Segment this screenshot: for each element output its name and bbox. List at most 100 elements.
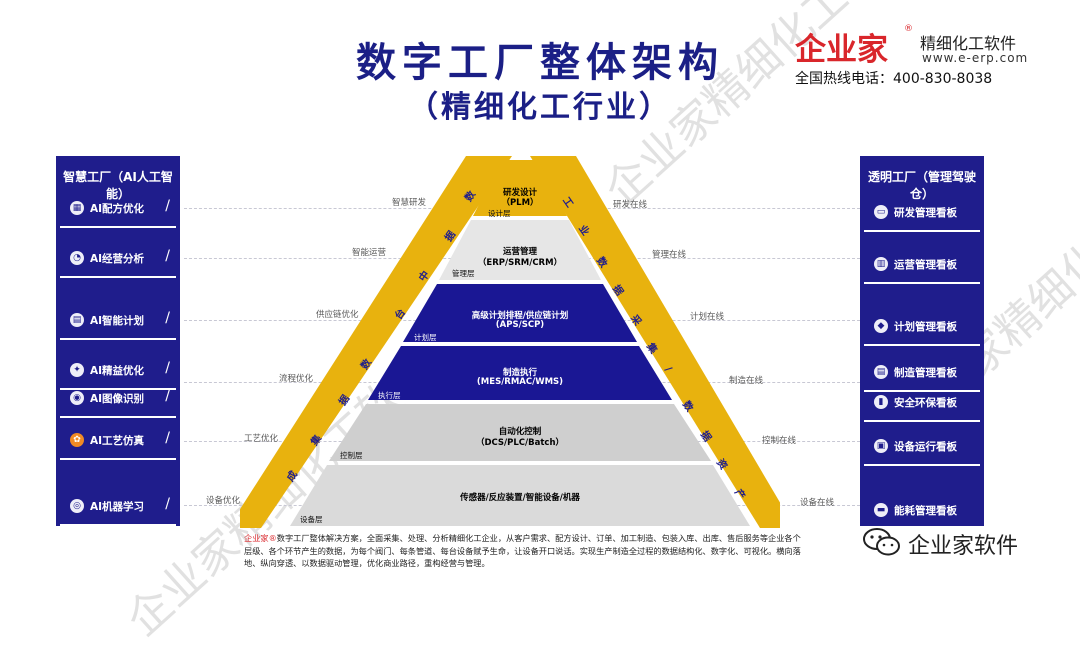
slash-icon: /	[165, 388, 170, 404]
right-item-rd[interactable]: ▭ 研发管理看板	[864, 196, 980, 232]
wechat-account-label: 企业家软件	[908, 534, 1019, 559]
left-item-lean[interactable]: ✦ AI精益优化 /	[60, 354, 176, 390]
left-item-analysis[interactable]: ◔ AI经营分析 /	[60, 242, 176, 278]
left-panel-title: 智慧工厂（AI人工智能）	[63, 170, 173, 201]
pyramid-diagram	[240, 156, 780, 528]
right-panel: 透明工厂（管理驾驶仓） ▭ 研发管理看板 ▥ 运营管理看板 ◆ 计划管理看板 ▤…	[860, 156, 984, 530]
left-item-process[interactable]: ✿ AI工艺仿真 /	[60, 424, 176, 460]
left-item-label: AI机器学习	[90, 501, 145, 513]
layer-tag: 执行层	[378, 391, 401, 400]
plan-board-icon: ◆	[874, 319, 888, 333]
description-text: 企业家®数字工厂整体解决方案，全面采集、处理、分析精细化工企业，从客户需求、配方…	[244, 532, 804, 570]
right-item-safety[interactable]: ▮ 安全环保看板	[864, 386, 980, 422]
left-item-image[interactable]: ◉ AI图像识别 /	[60, 382, 176, 418]
mfg-icon: ▤	[874, 365, 888, 379]
layer-tag: 设计层	[488, 209, 511, 218]
description-reg: ®	[268, 533, 277, 543]
process-icon: ✿	[70, 433, 84, 447]
energy-icon: ▬	[874, 503, 888, 517]
right-data-band	[530, 156, 780, 528]
brand-logo: 企业家	[795, 32, 888, 68]
flow-label-right: 管理在线	[652, 250, 687, 260]
layer-management	[439, 220, 601, 280]
left-data-band	[240, 156, 512, 528]
layer-title: 传感器/反应装置/智能设备/机器	[460, 493, 580, 503]
device-icon: ▣	[874, 439, 888, 453]
left-item-label: AI配方优化	[90, 203, 145, 215]
layer-subtitle: (APS/SCP)	[495, 320, 545, 330]
plan-icon: ▤	[70, 313, 84, 327]
formula-icon: ▦	[70, 201, 84, 215]
layer-title: 研发设计	[502, 188, 537, 198]
slash-icon: /	[165, 360, 170, 376]
hotline-text: 全国热线电话：400-830-8038	[795, 71, 993, 87]
right-item-label: 研发管理看板	[894, 207, 957, 219]
slash-icon: /	[165, 310, 170, 326]
layer-title: 自动化控制	[498, 427, 542, 437]
left-item-label: AI精益优化	[90, 365, 145, 377]
slash-icon: /	[165, 496, 170, 512]
left-item-formula[interactable]: ▦ AI配方优化 /	[60, 192, 176, 228]
flow-label-right: 控制在线	[762, 436, 797, 446]
safety-icon: ▮	[874, 395, 888, 409]
bulb-icon: ✦	[70, 363, 84, 377]
flow-label-right: 设备在线	[800, 498, 835, 508]
layer-title: 制造执行	[502, 368, 537, 378]
layer-subtitle: (MES/RMAC/WMS)	[476, 377, 564, 387]
right-item-label: 安全环保看板	[894, 397, 957, 409]
left-item-plan[interactable]: ▤ AI智能计划 /	[60, 304, 176, 340]
slash-icon: /	[165, 198, 170, 214]
right-item-device[interactable]: ▣ 设备运行看板	[864, 430, 980, 466]
right-item-label: 运营管理看板	[894, 259, 957, 271]
description-brand: 企业家	[244, 533, 269, 543]
right-item-label: 能耗管理看板	[894, 505, 957, 517]
right-item-energy[interactable]: ▬ 能耗管理看板	[864, 494, 980, 530]
flow-label-left: 流程优化	[279, 374, 314, 384]
brand-url: www.e-erp.com	[922, 51, 1029, 65]
layer-design	[473, 160, 567, 216]
layer-title: 运营管理	[502, 247, 537, 257]
flow-label-right: 计划在线	[690, 312, 725, 322]
right-item-ops[interactable]: ▥ 运营管理看板	[864, 248, 980, 284]
right-item-label: 制造管理看板	[894, 367, 957, 379]
chart-icon: ◔	[70, 251, 84, 265]
layer-execution	[368, 346, 672, 400]
ops-icon: ▥	[874, 257, 888, 271]
layer-tag: 控制层	[340, 451, 363, 460]
flow-label-left: 供应链优化	[316, 310, 359, 320]
image-icon: ◉	[70, 391, 84, 405]
brand-tagline: 精细化工软件	[920, 34, 1017, 53]
right-item-plan[interactable]: ◆ 计划管理看板	[864, 310, 980, 346]
rd-icon: ▭	[874, 205, 888, 219]
flow-label-right: 制造在线	[729, 376, 764, 386]
slash-icon: /	[165, 430, 170, 446]
layer-tag: 设备层	[300, 515, 323, 524]
left-item-label: AI智能计划	[90, 315, 145, 327]
slash-icon: /	[165, 248, 170, 264]
page-subtitle: （精细化工行业）	[408, 90, 672, 125]
flow-label-left: 智能运营	[352, 248, 387, 258]
flow-label-left: 工艺优化	[244, 434, 279, 444]
page-title: 数字工厂整体架构	[356, 40, 724, 86]
layer-title: 高级计划排程/供应链计划	[471, 311, 569, 321]
layer-subtitle: （DCS/PLC/Batch）	[475, 438, 565, 448]
flow-label-left: 智慧研发	[392, 198, 427, 208]
left-item-label: AI经营分析	[90, 253, 145, 265]
right-item-label: 计划管理看板	[894, 321, 957, 333]
layer-subtitle: （PLM）	[501, 198, 539, 208]
left-item-label: AI图像识别	[90, 393, 145, 405]
left-item-learning[interactable]: ◎ AI机器学习 /	[60, 490, 176, 526]
layer-tag: 管理层	[452, 269, 475, 278]
registered-mark: ®	[904, 24, 913, 34]
left-panel: 智慧工厂（AI人工智能） ▦ AI配方优化 / ◔ AI经营分析 / ▤ AI智…	[56, 156, 180, 526]
flow-label-right: 研发在线	[613, 200, 648, 210]
flow-label-left: 设备优化	[206, 496, 241, 506]
left-item-label: AI工艺仿真	[90, 435, 145, 447]
layer-control	[329, 404, 711, 461]
description-body: 数字工厂整体解决方案，全面采集、处理、分析精细化工企业，从客户需求、配方设计、订…	[244, 533, 801, 568]
layer-planning	[403, 284, 637, 342]
wechat-icon	[863, 528, 900, 556]
right-item-mfg[interactable]: ▤ 制造管理看板	[864, 356, 980, 392]
layer-device	[290, 465, 750, 526]
layer-tag: 计划层	[414, 333, 437, 342]
